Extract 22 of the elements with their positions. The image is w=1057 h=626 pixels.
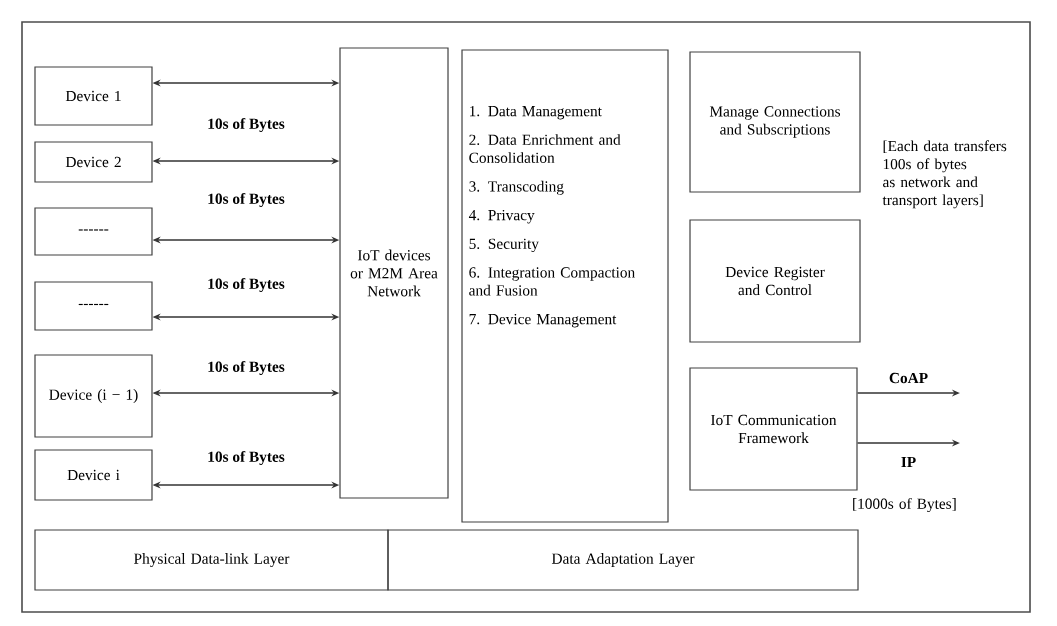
layer-box: Data Adaptation Layer: [387, 529, 859, 591]
edge-label: IP: [899, 455, 918, 469]
process-box: IoT Communication Framework: [689, 367, 858, 491]
process-box: Manage Connections and Subscriptions: [689, 51, 861, 193]
process-box: Device Register and Control: [689, 219, 861, 343]
process-box: Device 2: [34, 141, 153, 183]
edge-label: 10s of Bytes: [205, 116, 287, 134]
process-box: ------: [34, 207, 153, 256]
list-box: 1. Data Management 2. Data Enrichment and Consolidation 3. Transcoding 4. Privacy 5. Security 6. Integration Compaction and Fusion 7. Device Management: [461, 49, 669, 523]
process-box: Device i: [34, 449, 153, 501]
edge-label: CoAP: [887, 371, 930, 385]
edge-label: 10s of Bytes: [205, 191, 287, 209]
note: [Each data transfers 100s of bytes as network and transport layers]: [882, 140, 1007, 209]
process-box: IoT devices or M2M Area Network: [339, 47, 449, 499]
note: [1000s of Bytes]: [853, 497, 956, 513]
edge-label: 10s of Bytes: [205, 276, 287, 294]
process-box: Device (i − 1): [34, 354, 153, 438]
edge-label: 10s of Bytes: [205, 449, 287, 467]
edge-label: 10s of Bytes: [205, 359, 287, 377]
layer-box: Physical Data-link Layer: [34, 529, 389, 591]
process-box: Device 1: [34, 66, 153, 126]
process-box: ------: [34, 281, 153, 331]
